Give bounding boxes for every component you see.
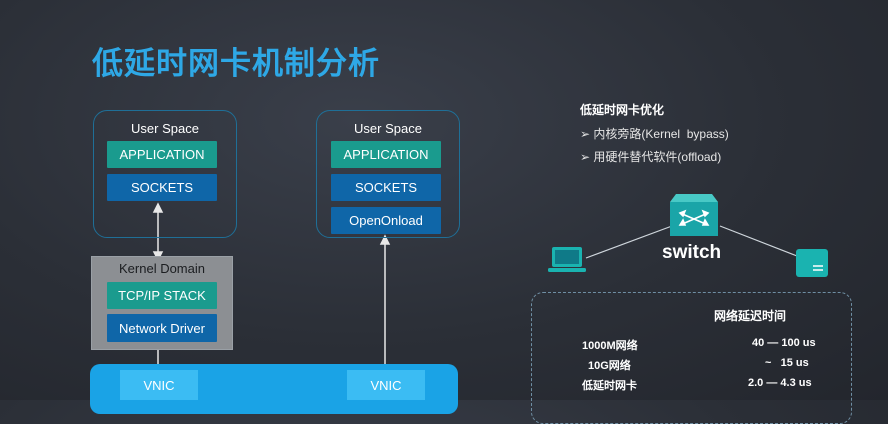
kernel-domain-label: Kernel Domain [119,261,205,276]
page-title: 低延时网卡机制分析 [92,46,380,82]
latency-row-value: 40 — 100 us [752,337,816,349]
latency-title: 网络延迟时间 [714,309,787,323]
link-laptop-switch [585,225,673,259]
latency-row-label: 低延时网卡 [582,380,637,392]
bullet-arrow-icon: ➢ [580,150,591,164]
network-driver-box: Network Driver [107,314,217,342]
latency-row-value: ~ 15 us [765,357,809,369]
left-user-space-frame: User Space [93,110,237,238]
bullet-arrow-icon: ➢ [580,127,591,141]
left-user-space-label: User Space [131,121,199,136]
optimization-item-1: ➢ 内核旁路(Kernel bypass) [580,125,729,142]
openonload-box: OpenOnload [331,207,441,234]
right-application-box: APPLICATION [331,141,441,168]
link-switch-server [719,225,798,257]
right-sockets-box: SOCKETS [331,174,441,201]
switch-label: switch [662,242,722,263]
optimization-item-text: 用硬件替代软件(offload) [593,150,722,164]
switch-icon [670,194,718,236]
left-application-box: APPLICATION [107,141,217,168]
server-icon [796,249,828,277]
left-sockets-box: SOCKETS [107,174,217,201]
optimization-item-2: ➢ 用硬件替代软件(offload) [580,148,721,165]
latency-row-label: 1000M网络 [582,340,638,352]
left-vnic-box: VNIC [120,370,198,400]
right-vnic-box: VNIC [347,370,425,400]
latency-row-value: 2.0 — 4.3 us [748,377,812,389]
laptop-icon [548,247,586,272]
tcpip-stack-box: TCP/IP STACK [107,282,217,309]
right-arrow [379,234,391,376]
latency-row-label: 10G网络 [588,360,631,372]
optimization-title: 低延时网卡优化 [580,103,665,117]
right-user-space-label: User Space [354,121,422,136]
right-user-space-frame: User Space [316,110,460,238]
optimization-item-text: 内核旁路(Kernel bypass) [593,127,729,141]
